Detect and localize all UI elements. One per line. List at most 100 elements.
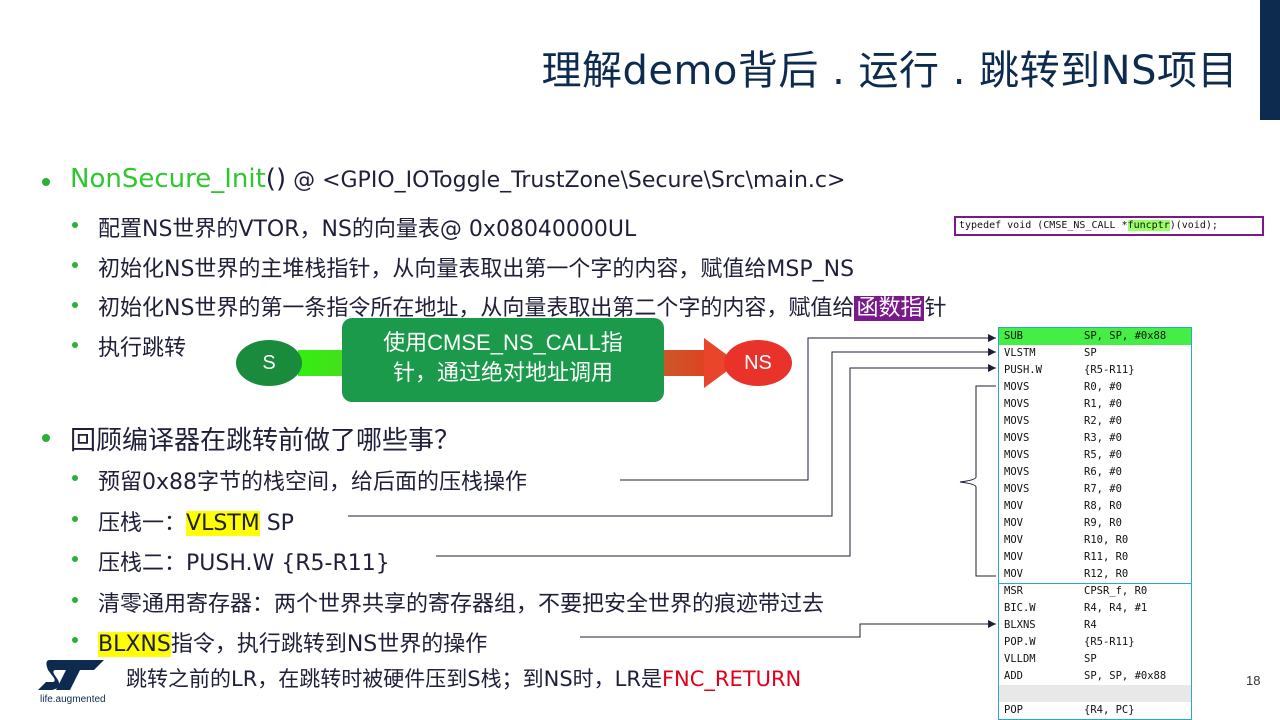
nonsecure-world-node: NS bbox=[724, 340, 792, 386]
asm-operands: R5, #0 bbox=[1084, 449, 1122, 461]
asm-opcode: MOVS bbox=[1004, 449, 1030, 461]
asm-row: MOV R12, R0 bbox=[999, 566, 1191, 583]
asm-row: POP.W {R5-R11} bbox=[999, 634, 1191, 651]
bullet-func-pointer-tail: 针 bbox=[924, 296, 947, 321]
asm-opcode: POP.W bbox=[1004, 636, 1036, 648]
arrowhead bbox=[988, 334, 996, 342]
asm-operands: R4 bbox=[1084, 619, 1097, 631]
asm-row: MOVS R0, #0 bbox=[999, 379, 1191, 396]
footer-note-text: 跳转之前的LR，在跳转时被硬件压到S栈；到NS时，LR是 bbox=[126, 667, 662, 691]
step-blxns: BLXNS指令，执行跳转到NS世界的操作 bbox=[98, 626, 487, 658]
step-blxns-suffix: 指令，执行跳转到NS世界的操作 bbox=[170, 632, 488, 657]
asm-operands: R4, R4, #1 bbox=[1084, 602, 1148, 614]
function-path: @ <GPIO_IOToggle_TrustZone\Secure\Src\ma… bbox=[286, 168, 846, 193]
asm-opcode: VLSTM bbox=[1004, 347, 1036, 359]
asm-row: MOVS R5, #0 bbox=[999, 447, 1191, 464]
asm-opcode: VLLDM bbox=[1004, 653, 1036, 665]
step-push: 压栈二：PUSH.W {R5-R11} bbox=[98, 551, 390, 576]
asm-opcode: MOV bbox=[1004, 568, 1023, 580]
logo-tagline: life.augmented bbox=[40, 694, 106, 705]
bullet-msp: 初始化NS世界的主堆栈指针，从向量表取出第一个字的内容，赋值给MSP_NS bbox=[98, 257, 855, 282]
bullet-dot bbox=[72, 302, 78, 308]
callout-line-1: 使用CMSE_NS_CALL指 bbox=[383, 330, 623, 355]
asm-row: MOV R8, R0 bbox=[999, 498, 1191, 515]
fnc-return-text: FNC_RETURN bbox=[661, 667, 802, 691]
slide-title: 理解demo背后 . 运行 . 跳转到NS项目 bbox=[541, 48, 1238, 94]
st-logo-icon bbox=[38, 660, 104, 690]
bullet-dot bbox=[72, 342, 78, 348]
asm-opcode: MOVS bbox=[1004, 466, 1030, 478]
asm-operands: {R5-R11} bbox=[1084, 364, 1135, 376]
asm-operands: SP, SP, #0x88 bbox=[1084, 670, 1167, 682]
asm-opcode: SUB bbox=[1004, 330, 1023, 342]
vlstm-highlight: VLSTM bbox=[186, 511, 260, 536]
arrowhead bbox=[988, 364, 996, 372]
asm-opcode: MOVS bbox=[1004, 432, 1030, 444]
step-vlstm-suffix: SP bbox=[259, 511, 294, 536]
function-name: NonSecure_Init bbox=[70, 164, 266, 194]
asm-row: VLSTM SP bbox=[999, 345, 1191, 362]
connector-push bbox=[436, 367, 996, 557]
asm-divider bbox=[999, 583, 1191, 584]
asm-row: VLLDM SP bbox=[999, 651, 1191, 668]
asm-operands: SP bbox=[1084, 653, 1097, 665]
bullet-dot bbox=[72, 516, 78, 522]
bullet-dot bbox=[72, 262, 78, 268]
asm-operands: R0, #0 bbox=[1084, 381, 1122, 393]
bullet-dot bbox=[42, 434, 50, 442]
asm-row: ADD SP, SP, #0x88 bbox=[999, 668, 1191, 685]
cmse-callout: 使用CMSE_NS_CALL指 针，通过绝对地址调用 bbox=[342, 318, 664, 402]
asm-operands: R7, #0 bbox=[1084, 483, 1122, 495]
asm-operands: SP bbox=[1084, 347, 1097, 359]
asm-operands: R9, R0 bbox=[1084, 517, 1122, 529]
typedef-code-box: typedef void (CMSE_NS_CALL *funcptr)(voi… bbox=[954, 216, 1264, 236]
asm-opcode: MOVS bbox=[1004, 483, 1030, 495]
asm-opcode: MOVS bbox=[1004, 398, 1030, 410]
footer-note: 跳转之前的LR，在跳转时被硬件压到S栈；到NS时，LR是FNC_RETURN bbox=[126, 663, 801, 693]
asm-opcode: MOV bbox=[1004, 517, 1023, 529]
connector-blxns bbox=[580, 623, 996, 638]
asm-operands: R12, R0 bbox=[1084, 568, 1129, 580]
section2-heading: 回顾编译器在跳转前做了哪些事？ bbox=[70, 426, 461, 456]
asm-operands: R2, #0 bbox=[1084, 415, 1122, 427]
secure-world-node: S bbox=[236, 340, 302, 386]
func-pointer-highlight: 函数指 bbox=[854, 296, 925, 321]
asm-opcode: MOV bbox=[1004, 500, 1023, 512]
asm-operands: R3, #0 bbox=[1084, 432, 1122, 444]
asm-operands: {R5-R11} bbox=[1084, 636, 1135, 648]
asm-operands: R8, R0 bbox=[1084, 500, 1122, 512]
page-number: 18 bbox=[1246, 673, 1261, 688]
bullet-dot bbox=[72, 637, 78, 643]
asm-row: SUB SP, SP, #0x88 bbox=[999, 328, 1191, 345]
bullet-dot bbox=[72, 222, 78, 228]
asm-operands: {R4, PC} bbox=[1084, 704, 1135, 716]
bullet-func-pointer: 初始化NS世界的第一条指令所在地址，从向量表取出第二个字的内容，赋值给函数指针 bbox=[98, 290, 946, 322]
asm-row bbox=[999, 685, 1191, 702]
bullet-func-pointer-text: 初始化NS世界的第一条指令所在地址，从向量表取出第二个字的内容，赋值给 bbox=[98, 296, 855, 321]
asm-opcode: MOV bbox=[1004, 534, 1023, 546]
asm-operands: SP, SP, #0x88 bbox=[1084, 330, 1167, 342]
asm-opcode: MOV bbox=[1004, 551, 1023, 563]
function-parens: () bbox=[265, 164, 287, 194]
step-reserve-stack: 预留0x88字节的栈空间，给后面的压栈操作 bbox=[98, 470, 528, 495]
asm-opcode: ADD bbox=[1004, 670, 1023, 682]
bullet-dot bbox=[72, 475, 78, 481]
bullet-dot bbox=[42, 178, 50, 186]
asm-row: PUSH.W{R5-R11} bbox=[999, 362, 1191, 379]
bullet-jump: 执行跳转 bbox=[98, 336, 187, 361]
section1-heading: NonSecure_Init() @ <GPIO_IOToggle_TrustZ… bbox=[70, 164, 845, 194]
asm-opcode: POP bbox=[1004, 704, 1023, 716]
bullet-dot bbox=[72, 597, 78, 603]
asm-opcode: MOVS bbox=[1004, 381, 1030, 393]
header-accent-bar bbox=[1260, 0, 1280, 120]
